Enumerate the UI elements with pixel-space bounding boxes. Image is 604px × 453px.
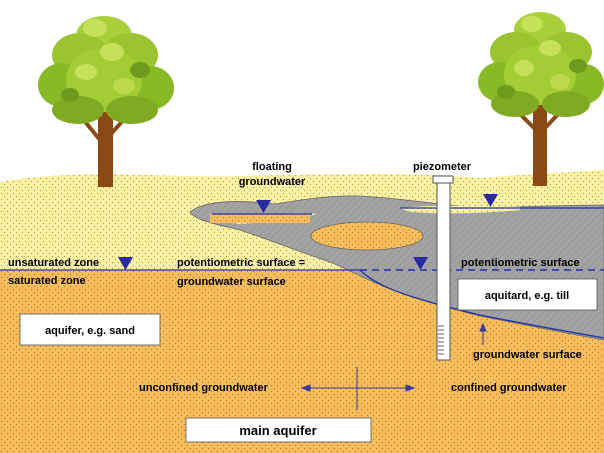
label-unsaturated-zone: unsaturated zone [8, 257, 99, 269]
perched-water-sand [210, 214, 310, 223]
label-aquitard: aquitard, e.g. till [485, 290, 569, 302]
water-level-marker-2 [256, 200, 271, 213]
label-confined-groundwater: confined groundwater [451, 382, 567, 394]
water-level-marker-4 [483, 194, 498, 207]
label-unconfined-groundwater: unconfined groundwater [139, 382, 269, 394]
double-arrow [300, 384, 416, 392]
left-tree-trunk [98, 105, 113, 187]
sand-lens-ellipse [310, 221, 424, 251]
label-groundwater: groundwater [239, 176, 306, 188]
label-groundwater-surface-right: groundwater surface [473, 349, 582, 361]
right-tree-foliage [478, 12, 604, 117]
label-floating: floating [252, 161, 292, 173]
label-aquifer: aquifer, e.g. sand [45, 325, 135, 337]
label-potentiometric-surface-right: potentiometric surface [461, 257, 580, 269]
water-level-marker-1 [118, 257, 133, 270]
label-piezometer: piezometer [413, 161, 472, 173]
label-saturated-zone: saturated zone [8, 275, 86, 287]
main-aquifer-box [185, 417, 372, 443]
left-tree-foliage [38, 16, 174, 124]
label-groundwater-surface-left: groundwater surface [177, 276, 286, 288]
label-potentiometric-surface-eq: potentiometric surface = [177, 257, 305, 269]
right-tree [478, 12, 604, 186]
water-level-marker-3 [413, 257, 428, 270]
left-tree [38, 16, 174, 187]
aquitard-box [457, 278, 598, 311]
confined-groundwater-surface-line [359, 269, 604, 339]
label-main-aquifer: main aquifer [239, 423, 316, 438]
piezometer-tube [432, 175, 454, 361]
groundwater-surface-arrow [479, 322, 487, 345]
aquifer-box [19, 313, 161, 346]
right-tree-trunk [533, 100, 547, 186]
